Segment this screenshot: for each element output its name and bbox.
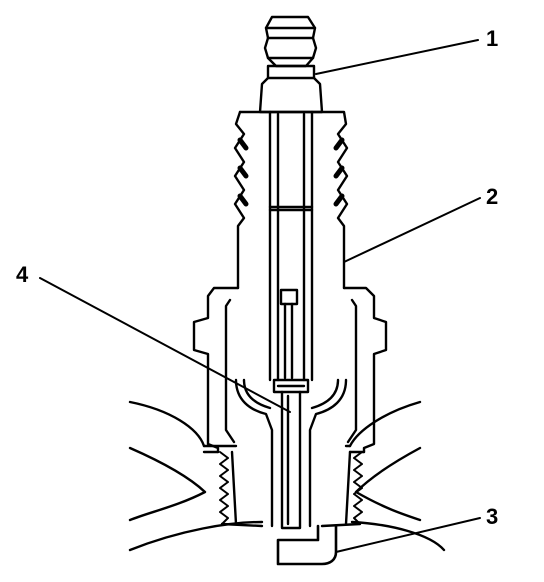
insulator-head <box>258 76 324 114</box>
insulator-nose-left <box>234 378 274 528</box>
callout-label-2: 2 <box>486 184 498 209</box>
head-contour-left <box>128 400 206 448</box>
leader-lines <box>39 39 481 553</box>
hex-shell <box>192 286 388 454</box>
terminal-and-insulator <box>233 15 349 290</box>
shell-inner-left <box>224 298 236 444</box>
thread-left <box>219 451 229 525</box>
thread-right <box>353 451 363 525</box>
shell-end <box>220 522 362 528</box>
head-contour-right <box>348 400 422 448</box>
leader-line-4 <box>39 277 291 413</box>
core-and-electrode <box>234 110 348 530</box>
insulator-nose-inner-right <box>310 378 340 410</box>
cylinder-head <box>128 400 446 552</box>
callout-labels: 1 2 3 4 <box>16 26 498 529</box>
gasket-seat-right <box>344 444 366 454</box>
shell-inner-right <box>346 298 358 444</box>
leader-line-2 <box>343 197 481 263</box>
thread-section <box>219 450 363 528</box>
centre-electrode <box>280 390 302 530</box>
terminal-neck <box>266 64 316 80</box>
insulator-rib-shade-left <box>237 137 249 207</box>
electrode-seal <box>272 378 310 394</box>
insulator-nose-right <box>308 378 348 528</box>
gasket-seat-left <box>202 444 238 454</box>
combustion-chamber-roof <box>128 520 446 552</box>
leader-line-1 <box>315 39 479 75</box>
shell-outline-right <box>342 286 388 454</box>
thread-root-right <box>344 450 352 526</box>
leader-line-3 <box>335 517 481 553</box>
shell-outline-left <box>192 286 240 454</box>
callout-label-4: 4 <box>16 262 29 287</box>
thread-root-left <box>230 450 238 526</box>
insulator-rib-shade-right <box>333 137 345 207</box>
callout-label-1: 1 <box>486 26 498 51</box>
resistor-block <box>279 288 299 306</box>
insulator-nose-inner-left <box>242 378 272 410</box>
ground-electrode <box>276 524 338 566</box>
head-cavity-left <box>128 446 207 522</box>
callout-label-3: 3 <box>486 504 498 529</box>
head-cavity-right <box>354 446 422 522</box>
insulator-body-outline <box>238 110 349 290</box>
insulator-body-outline-left <box>233 110 246 290</box>
